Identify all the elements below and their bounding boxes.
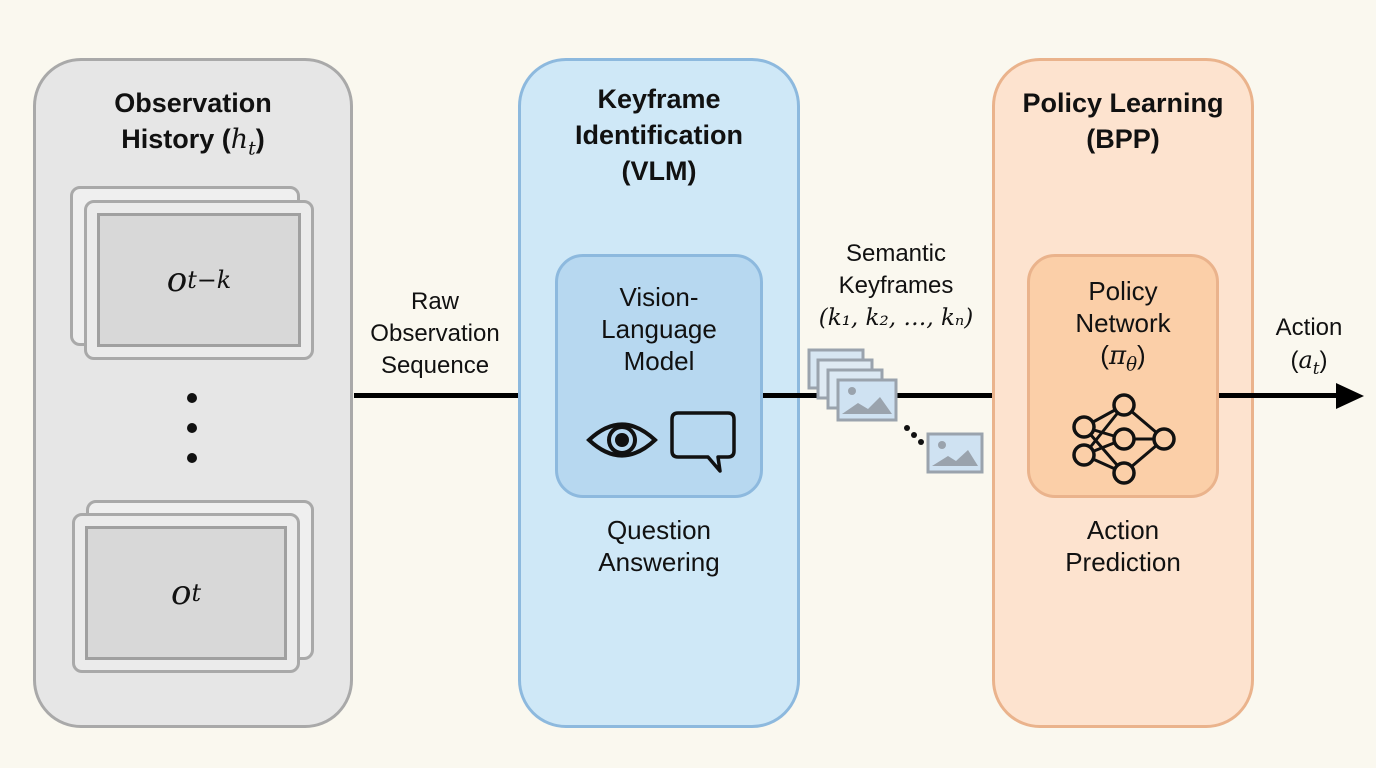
question-answering-label: Question Answering — [555, 514, 763, 578]
action-prediction-label: Action Prediction — [1027, 514, 1219, 578]
ellipsis-dot — [911, 432, 917, 438]
raw-line1: Raw — [410, 288, 459, 315]
policy-network-label: Policy Network (πθ) — [1030, 275, 1216, 381]
qa-line2: Answering — [598, 547, 720, 577]
keyframe-set-math: (k₁, k₂, …, kₙ) — [818, 305, 974, 331]
keyframe-title-line3: (VLM) — [621, 156, 697, 186]
vision-language-model-box: Vision- Language Model — [555, 254, 763, 498]
action-var: a — [1298, 346, 1313, 374]
policy-title: Policy Learning (BPP) — [995, 85, 1251, 157]
observation-title-close: ) — [255, 124, 265, 154]
raw-observation-label: Raw Observation Sequence — [360, 286, 510, 382]
ellipsis-dot — [187, 423, 197, 433]
neural-network-icon — [1072, 393, 1176, 485]
ellipsis-dot — [187, 393, 197, 403]
policy-line1: Policy — [1088, 276, 1158, 306]
policy-title-line1: Policy Learning — [1022, 88, 1224, 118]
semantic-keyframes-label: Semantic Keyframes (k₁, k₂, …, kₙ) — [800, 238, 992, 334]
action-arrowhead — [1336, 383, 1364, 409]
vlm-line1: Vision- — [619, 282, 699, 312]
policy-param: (πθ) — [1100, 340, 1146, 376]
policy-line2: Network — [1075, 308, 1171, 338]
keyframe-title-line2: Identification — [575, 120, 743, 150]
keyframe-title: Keyframe Identification (VLM) — [521, 81, 797, 189]
keyframe-title-line1: Keyframe — [597, 84, 721, 114]
eye-icon — [586, 422, 658, 458]
action-arrow — [1219, 393, 1341, 398]
vlm-label: Vision- Language Model — [558, 281, 760, 377]
action-output-label: Action (at) — [1250, 312, 1368, 384]
ap-line1: Action — [1086, 515, 1160, 545]
policy-network-box: Policy Network (πθ) — [1027, 254, 1219, 498]
history-var: h — [230, 124, 249, 155]
obs-var-top: o — [166, 260, 188, 300]
pi-var: π — [1108, 341, 1127, 371]
action-line1: Action — [1275, 314, 1343, 341]
policy-title-line2: (BPP) — [1086, 124, 1160, 154]
raw-line2: Observation — [370, 320, 500, 347]
qa-line1: Question — [606, 515, 712, 545]
obs-sub-bottom: t — [191, 579, 202, 607]
vlm-line3: Model — [623, 346, 695, 376]
history-sub: t — [248, 137, 256, 160]
semantic-line1: Semantic — [845, 240, 947, 267]
ellipsis-dot — [187, 453, 197, 463]
vlm-line2: Language — [601, 314, 717, 344]
ap-line2: Prediction — [1065, 547, 1181, 577]
action-sub: t — [1312, 357, 1320, 378]
image-icon — [836, 378, 898, 422]
obs-var-bottom: o — [170, 573, 192, 613]
keyframe-thumbnails — [807, 348, 984, 474]
observation-title-line2: History (ht) — [36, 121, 350, 167]
ellipsis-dot — [904, 425, 910, 431]
raw-sequence-arrow — [354, 393, 529, 398]
theta-sub: θ — [1126, 354, 1138, 376]
speech-bubble-icon — [670, 411, 736, 473]
observation-title: Observation History (ht) — [36, 85, 350, 167]
raw-line3: Sequence — [380, 352, 490, 379]
semantic-line2: Keyframes — [838, 272, 954, 299]
ellipsis-dot — [918, 439, 924, 445]
observation-title-text: History ( — [121, 124, 231, 154]
observation-title-line1: Observation — [114, 88, 272, 118]
image-icon — [926, 432, 984, 474]
action-var-line: (at) — [1290, 346, 1328, 378]
obs-sub-top: t−k — [187, 266, 232, 294]
